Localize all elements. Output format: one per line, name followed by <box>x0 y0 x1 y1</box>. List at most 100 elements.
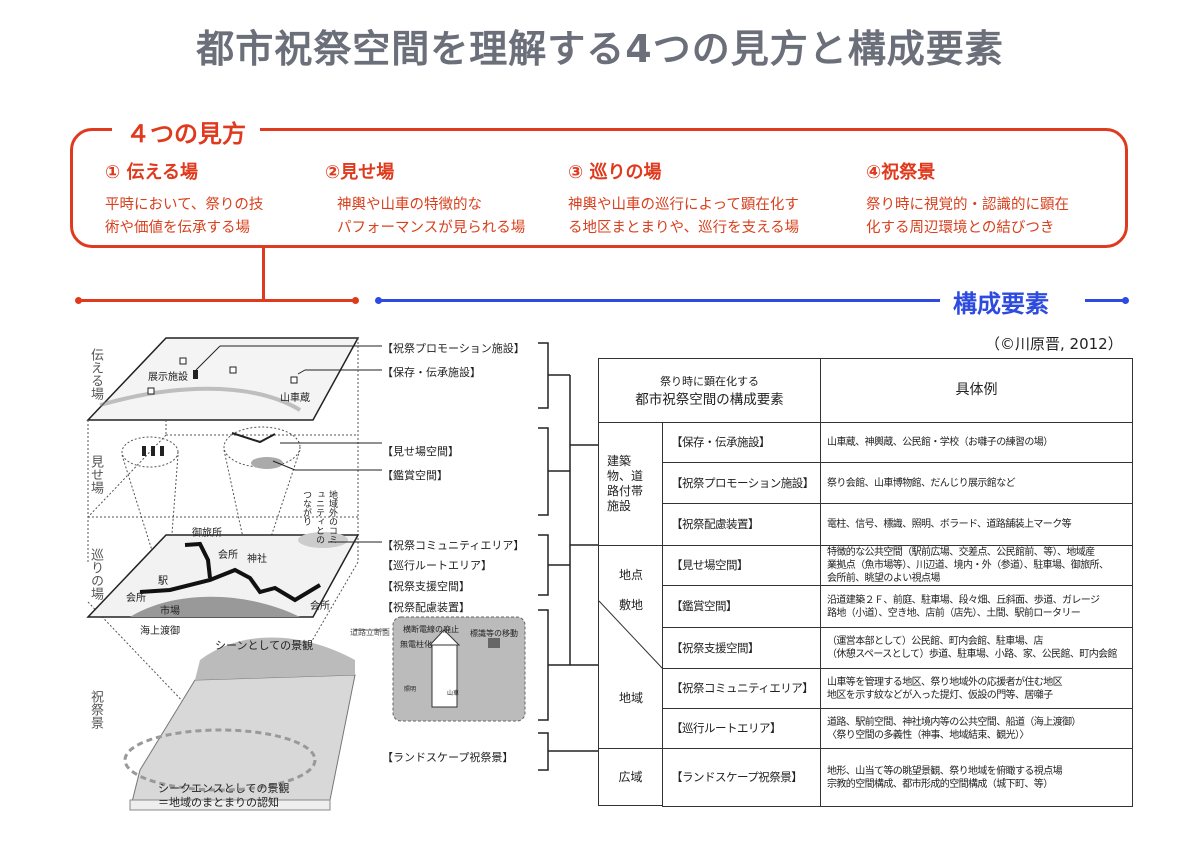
header-text: 祭り時に顕在化する <box>660 374 759 388</box>
table-row-element: 【保存・伝承施設】 <box>662 422 821 463</box>
view-text: パフォーマンスが見られる場 <box>337 220 526 236</box>
illus-label: 無電柱化 <box>400 640 432 649</box>
illus-label: 展示施設 <box>148 372 188 383</box>
example-line: 山車等を管理する地区、祭り地域外の応援者が住む地区 <box>827 676 1063 688</box>
table-header-elements: 祭り時に顕在化する 都市祝祭空間の構成要素 <box>598 358 821 423</box>
illus-label: 道路立断面 <box>350 628 390 637</box>
example-line: 業拠点（魚市場等）、川辺道、境内・外（参道）、駐車場、御旅所、 <box>827 560 1109 571</box>
example-line: （運営本部として）公民館、町内会館、駐車場、店 <box>827 636 1044 647</box>
view-text: 神輿や山車の巡行によって顕在化す <box>568 197 799 213</box>
bracket-connectors <box>538 342 598 771</box>
callout-route-area: 【巡行ルートエリア】 <box>382 559 492 572</box>
views-divider <box>78 299 355 302</box>
view-2: ②見せ場 神輿や山車の特徴的な パフォーマンスが見られる場 <box>325 158 525 240</box>
layer-illustration <box>86 337 526 811</box>
view-heading: ②見せ場 <box>325 162 395 183</box>
group-point-site-area: 地点 敷地 地域 <box>598 545 664 749</box>
table-row-examples: （運営本部として）公民館、町内会館、駐車場、店 （休憩スペースとして）歩道、駐車場… <box>820 627 1133 669</box>
table-row-examples: 特徴的な公共空間（駅前広場、交差点、公民館前、等）、地域産業拠点（魚市場等）、川… <box>820 545 1133 586</box>
example-line: 地形、山当て等の眺望景観、祭り地域を俯瞰する視点場 <box>827 765 1063 777</box>
layer-label: 見せ場 <box>88 455 103 494</box>
table-row-element: 【祝祭支援空間】 <box>662 627 821 669</box>
example-line: 道路、駅前空間、神社境内等の公共空間、船道（海上渡御） <box>827 716 1081 728</box>
example-line: 祭り会館、山車博物館、だんじり展示館など <box>827 477 1016 489</box>
table-row-examples: 山車蔵、神輿蔵、公民館・学校（お囃子の練習の場） <box>820 422 1133 463</box>
example-line: 特徴的な公共空間（駅前広場、交差点、公民館前、等）、地域産 <box>827 547 1095 558</box>
group-wide-area: 広域 <box>598 748 663 806</box>
table-row-examples: 地形、山当て等の眺望景観、祭り地域を俯瞰する視点場宗教的空間構成、都市形成的空間… <box>820 748 1133 807</box>
illus-label: 会所 <box>126 593 146 604</box>
illus-label: ＝地域のまとまりの認知 <box>158 796 279 809</box>
four-views-title: ４つの見方 <box>112 114 260 149</box>
illus-label: 地域外のコミュニティとのつながり <box>301 490 337 544</box>
table-row-examples: 祭り会館、山車博物館、だんじり展示館など <box>820 462 1133 504</box>
illus-label: 駅 <box>158 576 168 587</box>
view-text: る地区まとまりや、巡行を支える場 <box>568 220 800 236</box>
view-1: ① 伝える場 平時において、祭りの技 術や価値を伝承する場 <box>105 158 263 240</box>
illus-label: 横断電線の廃止 <box>403 625 459 634</box>
callout-community-area: 【祝祭コミュニティエリア】 <box>382 539 525 552</box>
credit: （©川原晋, 2012） <box>985 335 1123 353</box>
header-text: 都市祝祭空間の構成要素 <box>635 391 784 408</box>
example-line: 宗教的空間構成、都市形成的空間構成（城下町、等） <box>827 778 1053 790</box>
example-line: （休憩スペースとして）歩道、駐車場、小路、家、公民館、町内会館 <box>827 649 1118 660</box>
view-heading: ① 伝える場 <box>105 162 198 183</box>
example-line: 沿道建築２Ｆ、前庭、駐車場、段々畑、丘斜面、歩道、ガレージ <box>827 594 1100 606</box>
callout-viewing-space: 【鑑賞空間】 <box>382 469 448 482</box>
facility-icon <box>179 357 187 365</box>
view-heading: ③ 巡りの場 <box>568 162 662 183</box>
view-heading: ④祝祭景 <box>866 162 936 183</box>
example-line: 路地（小道）、空き地、店前（店先）、土間、駅前ロータリー <box>827 607 1081 619</box>
table-row-examples: 山車等を管理する地区、祭り地域外の応援者が住む地区地区を示す紋などが入った提灯、… <box>820 668 1133 709</box>
view-text: 祭り時に視覚的・認識的に顕在 <box>866 197 1069 213</box>
view-3: ③ 巡りの場 神輿や山車の巡行によって顕在化す る地区まとまりや、巡行を支える場 <box>568 158 799 240</box>
callout-support-space: 【祝祭支援空間】 <box>382 580 470 593</box>
layer-plane-1 <box>86 337 360 421</box>
page-title: 都市祝祭空間を理解する4つの見方と構成要素 <box>196 27 1004 71</box>
view-4: ④祝祭景 祭り時に視覚的・認識的に顕在 化する周辺環境との結びつき <box>866 158 1069 240</box>
group-buildings: 建築物、道路付帯施設 <box>598 422 663 546</box>
callout-show-space: 【見せ場空間】 <box>382 445 459 458</box>
divider-dot <box>1122 297 1129 304</box>
group-label: 敷地 <box>619 598 644 612</box>
example-line: 地区を示す紋などが入った提灯、仮設の門等、居囃子 <box>827 689 1053 701</box>
layer-label: 伝える場 <box>88 348 103 400</box>
diagonal-divider <box>599 600 664 670</box>
illus-label: 照明 <box>404 686 417 693</box>
table-row-element: 【祝祭コミュニティエリア】 <box>662 668 821 709</box>
views-connector <box>262 248 265 301</box>
table-row-examples: 沿道建築２Ｆ、前庭、駐車場、段々畑、丘斜面、歩道、ガレージ路地（小道）、空き地、… <box>820 585 1133 628</box>
callout-preservation: 【保存・伝承施設】 <box>382 366 481 379</box>
callout-promotion: 【祝祭プロモーション施設】 <box>382 342 525 355</box>
table-row-element: 【見せ場空間】 <box>662 545 821 586</box>
elements-divider-end <box>1085 299 1125 302</box>
illus-label: 御旅所 <box>192 528 222 539</box>
view-text: 化する周辺環境との結びつき <box>866 220 1055 236</box>
divider-dot <box>75 297 82 304</box>
facility-icon <box>193 370 198 379</box>
illus-label: 山車 <box>447 690 460 697</box>
four-views-box <box>70 128 1128 248</box>
view-text: 平時において、祭りの技 <box>105 197 264 213</box>
table-row-element: 【祝祭プロモーション施設】 <box>662 462 821 504</box>
illus-label: 山車蔵 <box>280 393 310 404</box>
layer-label: 巡りの場 <box>88 548 103 600</box>
table-row-examples: 道路、駅前空間、神社境内等の公共空間、船道（海上渡御）〈祭り空間の多義性（神事、… <box>820 708 1133 749</box>
illus-label: シーンとしての景観 <box>215 639 314 652</box>
table-row-element: 【ランドスケープ祝祭景】 <box>662 748 821 807</box>
table-row-element: 【祝祭配慮装置】 <box>662 503 821 546</box>
facility-icon <box>290 376 298 384</box>
elements-label: 構成要素 <box>953 290 1049 318</box>
divider-dot <box>352 297 359 304</box>
example-line: 山車蔵、神輿蔵、公民館・学校（お囃子の練習の場） <box>827 437 1053 448</box>
table-row-examples: 電柱、信号、標識、照明、ボラード、道路舗装上マーク等 <box>820 503 1133 546</box>
elements-divider <box>378 299 940 302</box>
callout-consideration: 【祝祭配慮装置】 <box>382 601 470 614</box>
group-label: 地点 <box>619 568 644 582</box>
example-line: 会所前、眺望のよい視点場 <box>827 573 940 584</box>
facility-icon <box>147 387 155 395</box>
view-text: 術や価値を伝承する場 <box>105 220 250 236</box>
illus-label: 海上渡御 <box>140 626 180 637</box>
group-label: 地域 <box>619 691 644 705</box>
illus-label: 標識等の移動 <box>470 629 518 638</box>
